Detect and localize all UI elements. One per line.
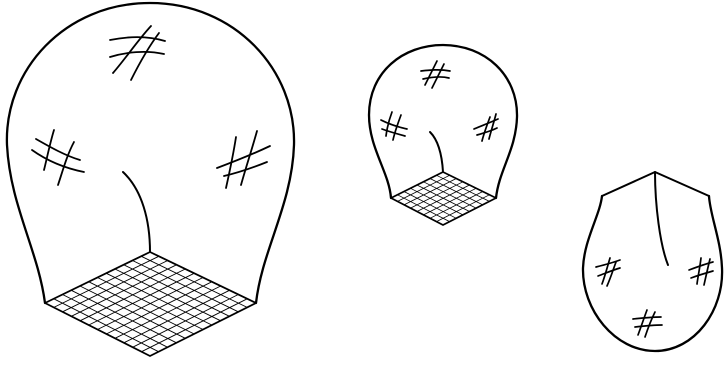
small-bulb-stem [430,132,443,172]
small-hash-left [381,112,407,140]
cut-hash-bottom [633,310,662,337]
cut-hash-right [689,258,713,285]
large-bulb-grid-base [45,252,256,356]
large-bulb [7,3,294,356]
large-bulb-stem [123,172,150,252]
small-bulb [369,45,517,225]
small-hash-top [421,61,450,88]
small-grid-lines [398,175,490,221]
large-hash-top [110,26,165,80]
large-grid-lines [54,256,247,352]
small-hash-right [474,114,498,141]
cut-hash-left [596,258,620,286]
large-hash-right [217,131,270,188]
cut-bulb [583,172,722,351]
large-hash-left [32,130,84,185]
small-bulb-grid-base [391,172,496,225]
cut-bulb-stem [655,172,668,265]
